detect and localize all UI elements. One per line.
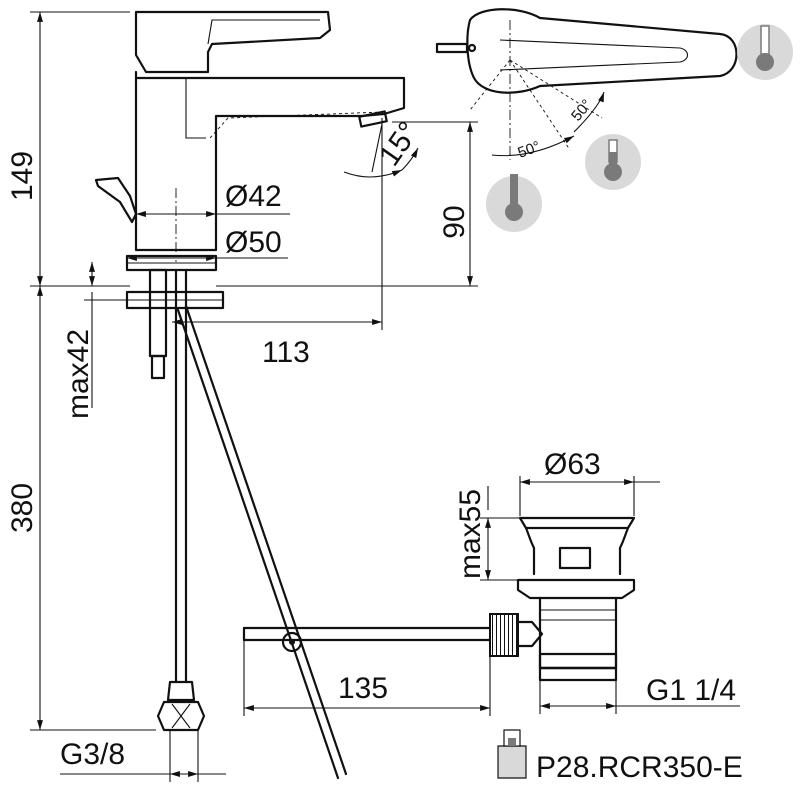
label-flange-diameter: Ø50 xyxy=(225,226,282,259)
label-spout-angle: 15° xyxy=(373,116,426,172)
thermometer-icon-right xyxy=(737,24,793,80)
label-base-diameter: Ø42 xyxy=(225,180,282,213)
hose-assembly xyxy=(156,268,348,780)
label-waste-diameter: Ø63 xyxy=(544,448,601,481)
label-lever-angle-cold: 50° xyxy=(516,138,543,162)
dimension-labels: 149 380 max42 Ø42 Ø50 113 90 15° 50° 50°… xyxy=(6,96,743,784)
pop-up-waste xyxy=(242,516,636,682)
label-cartridge-code: P28.RCR350-E xyxy=(536,751,743,784)
label-spout-reach: 113 xyxy=(262,336,310,369)
thermometer-icon-left xyxy=(486,174,542,232)
dimension-lines xyxy=(30,11,740,782)
label-lever-angle-hot: 50° xyxy=(568,96,596,124)
thermometer-icon-middle xyxy=(585,134,641,190)
label-spout-height: 90 xyxy=(438,205,471,238)
label-pull-rod: 135 xyxy=(338,672,388,705)
cartridge-icon xyxy=(497,729,527,779)
label-height-total: 149 xyxy=(6,151,39,201)
label-max-deck: max42 xyxy=(62,329,95,419)
lever-top-view xyxy=(435,8,738,160)
label-hose-length: 380 xyxy=(6,483,39,533)
label-waste-height: max55 xyxy=(454,489,487,579)
label-hose-connection: G3/8 xyxy=(60,738,125,771)
label-waste-thread: G1 1/4 xyxy=(646,674,736,707)
